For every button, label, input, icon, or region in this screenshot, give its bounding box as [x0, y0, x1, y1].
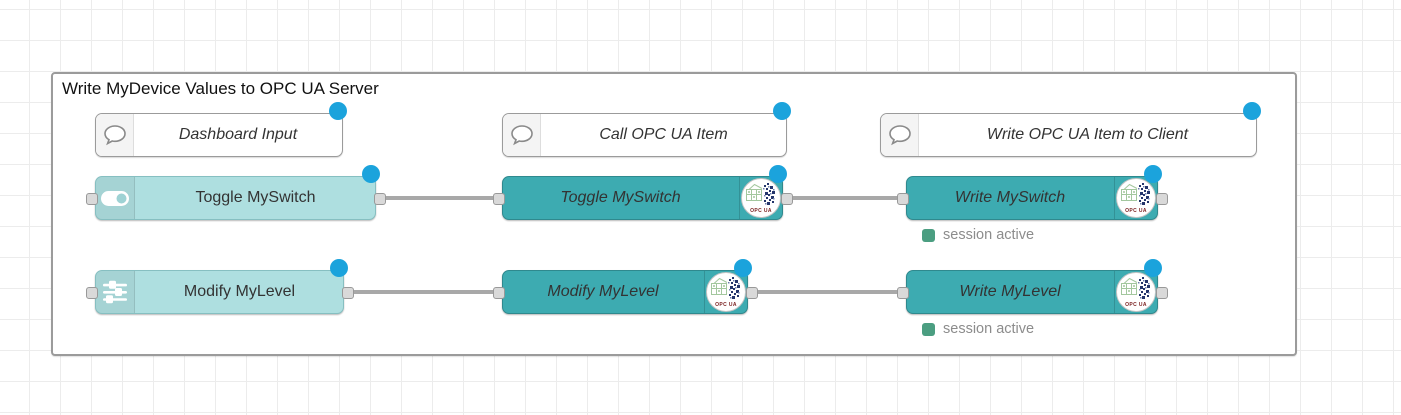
icon-section	[1114, 177, 1157, 219]
node-label: Write MyLevel	[959, 283, 1061, 300]
comment-bubble-icon	[881, 114, 919, 156]
output-port[interactable]	[1156, 193, 1168, 205]
changed-indicator	[773, 102, 791, 120]
status-text: session active	[943, 321, 1035, 337]
opcua-icon-text: OPC UA	[1125, 302, 1147, 308]
node-label: Modify MyLevel	[183, 283, 296, 300]
opcua-icon: OPC UA	[706, 272, 746, 312]
node-label: Modify MyLevel	[547, 283, 659, 300]
icon-section	[704, 271, 747, 313]
comment-node-dashboard-input[interactable]: Dashboard Input	[95, 102, 347, 157]
node-toggle-myswitch-opcua-call[interactable]: Toggle MySwitch OPC UA	[493, 165, 793, 220]
comment-label: Write OPC UA Item to Client	[986, 126, 1189, 143]
status-text: session active	[943, 227, 1035, 243]
node-write-myswitch[interactable]: Write MySwitch OPC UA	[897, 165, 1168, 220]
wire[interactable]	[374, 196, 506, 200]
output-port[interactable]	[781, 193, 793, 205]
comment-bubble-icon	[503, 114, 541, 156]
opcua-icon-text: OPC UA	[750, 208, 772, 214]
output-port[interactable]	[746, 287, 758, 299]
node-label: Toggle MySwitch	[560, 189, 681, 206]
output-port[interactable]	[342, 287, 354, 299]
sliders-icon	[96, 271, 135, 313]
opcua-icon-text: OPC UA	[715, 302, 737, 308]
changed-indicator	[734, 259, 752, 277]
input-port[interactable]	[897, 193, 909, 205]
status-dot-icon	[922, 322, 935, 336]
node-label: Write MySwitch	[954, 189, 1066, 206]
node-modify-mylevel-opcua-call[interactable]: Modify MyLevel OPC UA	[493, 259, 758, 314]
group-title: Write MyDevice Values to OPC UA Server	[62, 79, 379, 98]
wire[interactable]	[342, 290, 506, 294]
opcua-icon: OPC UA	[1116, 178, 1156, 218]
comment-label: Call OPC UA Item	[599, 126, 728, 143]
icon-section	[739, 177, 782, 219]
changed-indicator	[362, 165, 380, 183]
node-toggle-myswitch-dashboard[interactable]: Toggle MySwitch	[86, 165, 386, 220]
output-port[interactable]	[374, 193, 386, 205]
comment-node-write-opcua-item[interactable]: Write OPC UA Item to Client	[880, 102, 1261, 157]
opcua-icon: OPC UA	[1116, 272, 1156, 312]
changed-indicator	[1144, 259, 1162, 277]
wire[interactable]	[781, 196, 910, 200]
status-dot-icon	[922, 228, 935, 242]
changed-indicator	[1243, 102, 1261, 120]
node-status: session active	[922, 321, 1034, 337]
input-port[interactable]	[493, 193, 505, 205]
comment-bubble-icon	[96, 114, 134, 156]
opcua-icon: OPC UA	[741, 178, 781, 218]
input-port[interactable]	[86, 287, 98, 299]
icon-section	[1114, 271, 1157, 313]
toggle-icon	[96, 177, 135, 219]
node-write-mylevel[interactable]: Write MyLevel OPC UA	[897, 259, 1168, 314]
changed-indicator	[1144, 165, 1162, 183]
changed-indicator	[329, 102, 347, 120]
changed-indicator	[330, 259, 348, 277]
opcua-icon-text: OPC UA	[1125, 208, 1147, 214]
changed-indicator	[769, 165, 787, 183]
input-port[interactable]	[493, 287, 505, 299]
output-port[interactable]	[1156, 287, 1168, 299]
wire[interactable]	[746, 290, 910, 294]
node-label: Toggle MySwitch	[195, 189, 316, 206]
node-modify-mylevel-dashboard[interactable]: Modify MyLevel	[86, 259, 354, 314]
node-status: session active	[922, 227, 1034, 243]
comment-node-call-opcua-item[interactable]: Call OPC UA Item	[502, 102, 791, 157]
input-port[interactable]	[86, 193, 98, 205]
comment-label: Dashboard Input	[178, 126, 298, 143]
input-port[interactable]	[897, 287, 909, 299]
